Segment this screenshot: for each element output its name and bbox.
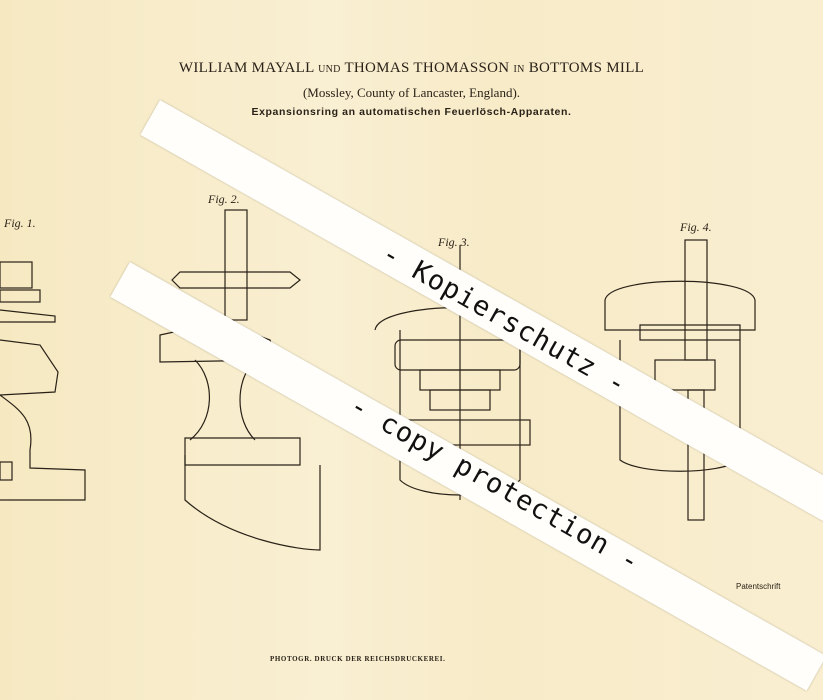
in-word: IN — [513, 64, 525, 75]
place: BOTTOMS MILL — [528, 60, 645, 76]
patentschrift-label: Patentschrift — [736, 582, 781, 591]
fig-3-label: Fig. 3. — [438, 235, 470, 249]
inventors-line: WILLIAM MAYALL UND THOMAS THOMASSON IN B… — [0, 60, 823, 77]
printer-note: PHOTOGR. DRUCK DER REICHSDRUCKEREI. — [270, 655, 446, 663]
fig-1-drawing — [0, 261, 86, 501]
patent-title: Expansionsring an automatischen Feuerlös… — [251, 106, 572, 118]
fig-2-label: Fig. 2. — [208, 192, 240, 206]
inventor-2: THOMAS THOMASSON — [344, 60, 510, 76]
und-word: UND — [318, 64, 341, 75]
fig-1-label: Fig. 1. — [4, 216, 36, 230]
inventor-1: WILLIAM MAYALL — [178, 60, 315, 76]
fig-4-label: Fig. 4. — [680, 220, 712, 234]
location-line: (Mossley, County of Lancaster, England). — [302, 85, 521, 100]
